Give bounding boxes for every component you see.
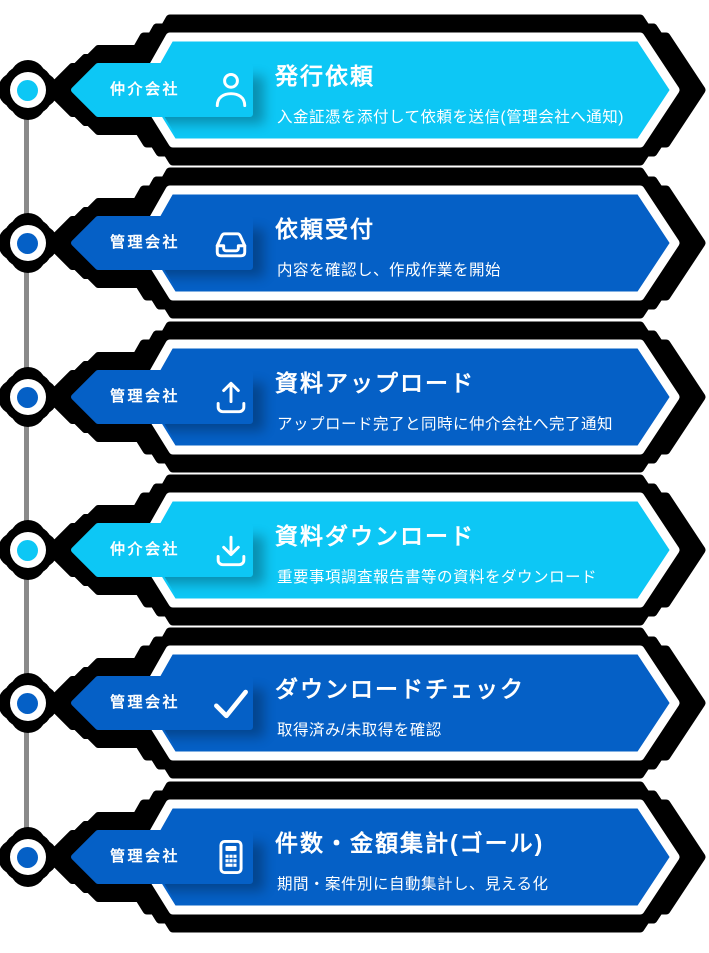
timeline-dot xyxy=(9,225,46,261)
download-icon xyxy=(209,528,253,572)
actor-tag-label: 管理会社 xyxy=(109,848,180,865)
step-title: 発行依頼 xyxy=(275,63,375,89)
card-shape xyxy=(71,799,680,915)
card-shape xyxy=(71,492,680,608)
check-icon xyxy=(209,681,253,725)
person-icon xyxy=(209,68,253,112)
step-description: 取得済み/未取得を確認 xyxy=(277,722,442,739)
calculator-icon xyxy=(209,835,253,879)
inbox-icon xyxy=(209,221,253,265)
step-title: 資料アップロード xyxy=(275,370,475,396)
step-card: 管理会社 資料アップロード アップロード完了と同時に仲介会社へ完了通知 xyxy=(50,322,695,472)
dot-ring xyxy=(9,379,46,415)
timeline-line xyxy=(23,90,29,857)
dot-ring xyxy=(9,72,46,108)
step-row: 管理会社 資料アップロード アップロード完了と同時に仲介会社へ完了通知 xyxy=(0,322,709,472)
dot-core xyxy=(17,692,38,714)
step-description: 内容を確認し、作成作業を開始 xyxy=(277,262,502,279)
step-description: 重要事項調査報告書等の資料をダウンロード xyxy=(277,569,598,586)
actor-tag-label: 仲介会社 xyxy=(109,81,180,98)
dot-core xyxy=(17,846,38,868)
step-description: 期間・案件別に自動集計し、見える化 xyxy=(277,876,549,893)
step-row: 管理会社 ダウンロードチェック 取得済み/未取得を確認 xyxy=(0,628,709,778)
upload-icon xyxy=(209,375,253,419)
actor-tag-label: 管理会社 xyxy=(109,388,180,405)
step-card: 仲介会社 資料ダウンロード 重要事項調査報告書等の資料をダウンロード xyxy=(50,475,695,625)
step-row: 仲介会社 発行依頼 入金証憑を添付して依頼を送信(管理会社へ通知) xyxy=(0,15,709,165)
actor-tag-label: 管理会社 xyxy=(109,694,180,711)
timeline-dot xyxy=(9,532,46,568)
step-card: 仲介会社 発行依頼 入金証憑を添付して依頼を送信(管理会社へ通知) xyxy=(50,15,695,165)
step-row: 管理会社 件数・金額集計(ゴール) 期間・案件別に自動集計し、見える化 xyxy=(0,782,709,932)
dot-ring xyxy=(9,225,46,261)
card-shape xyxy=(71,339,680,455)
timeline-dot xyxy=(9,379,46,415)
dot-ring xyxy=(9,839,46,875)
timeline-dot xyxy=(9,839,46,875)
dot-core xyxy=(17,232,38,254)
step-title: 資料ダウンロード xyxy=(275,523,475,549)
step-card: 管理会社 依頼受付 内容を確認し、作成作業を開始 xyxy=(50,168,695,318)
step-card: 管理会社 ダウンロードチェック 取得済み/未取得を確認 xyxy=(50,628,695,778)
step-row: 管理会社 依頼受付 内容を確認し、作成作業を開始 xyxy=(0,168,709,318)
step-row: 仲介会社 資料ダウンロード 重要事項調査報告書等の資料をダウンロード xyxy=(0,475,709,625)
timeline-dot xyxy=(9,685,46,721)
step-title: 件数・金額集計(ゴール) xyxy=(275,830,545,856)
step-card: 管理会社 件数・金額集計(ゴール) 期間・案件別に自動集計し、見える化 xyxy=(50,782,695,932)
dot-core xyxy=(17,539,38,561)
dot-ring xyxy=(9,532,46,568)
step-description: 入金証憑を添付して依頼を送信(管理会社へ通知) xyxy=(277,109,624,126)
dot-core xyxy=(17,386,38,408)
actor-tag-label: 管理会社 xyxy=(109,234,180,251)
actor-tag-label: 仲介会社 xyxy=(109,541,180,558)
step-title: ダウンロードチェック xyxy=(275,676,525,702)
card-shape xyxy=(71,645,680,761)
step-title: 依頼受付 xyxy=(275,216,375,242)
dot-ring xyxy=(9,685,46,721)
step-description: アップロード完了と同時に仲介会社へ完了通知 xyxy=(277,416,614,433)
dot-core xyxy=(17,79,38,101)
timeline-dot xyxy=(9,72,46,108)
card-shape xyxy=(71,32,680,148)
